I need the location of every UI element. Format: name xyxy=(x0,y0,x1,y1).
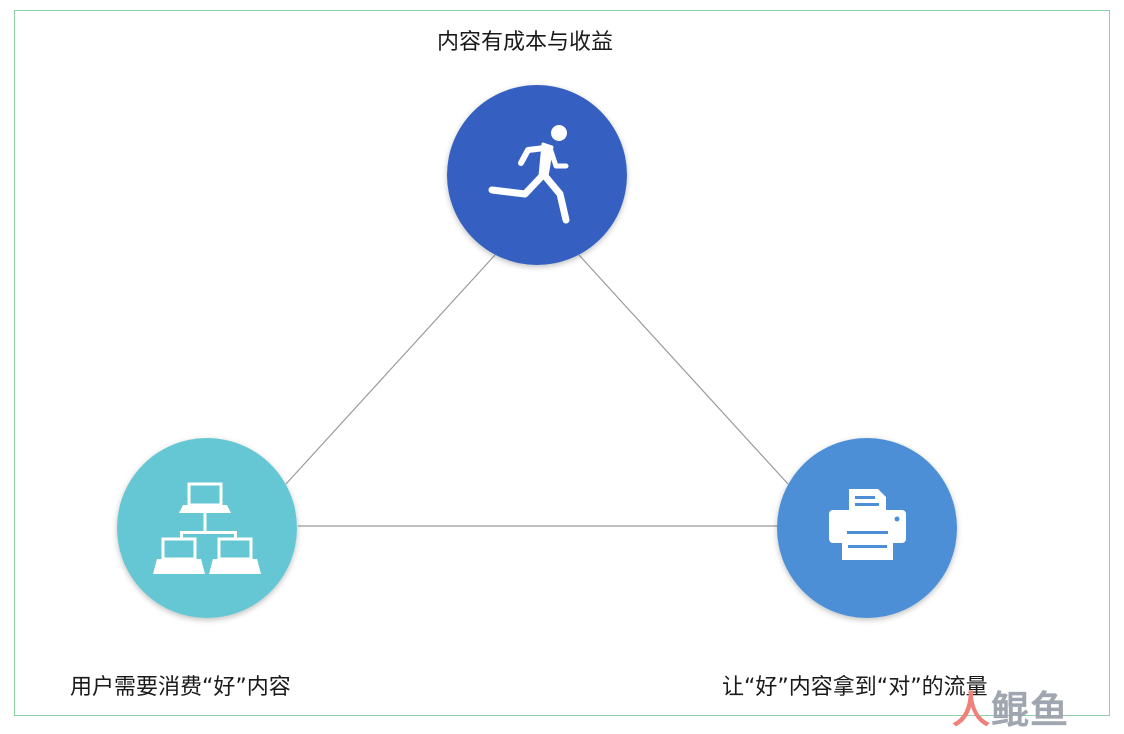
node-left xyxy=(117,438,297,618)
node-top-label: 内容有成本与收益 xyxy=(437,30,614,55)
running-person-icon xyxy=(488,125,570,224)
node-right xyxy=(777,438,957,618)
watermark-char-2: 鲲 xyxy=(991,687,1031,732)
edge-top-right xyxy=(578,254,789,485)
printer-icon xyxy=(829,489,906,560)
edge-top-left xyxy=(285,254,496,485)
node-top xyxy=(447,85,627,265)
network-computers-icon xyxy=(153,482,261,574)
diagram-frame xyxy=(14,10,1110,716)
node-right-label: 让“好”内容拿到“对”的流量 xyxy=(722,675,988,700)
watermark-logo: 人 鲲 鱼 xyxy=(952,684,1069,732)
watermark-char-3: 鱼 xyxy=(1030,687,1070,732)
node-left-label: 用户需要消费“好”内容 xyxy=(70,675,291,700)
watermark-char-1: 人 xyxy=(952,687,992,732)
